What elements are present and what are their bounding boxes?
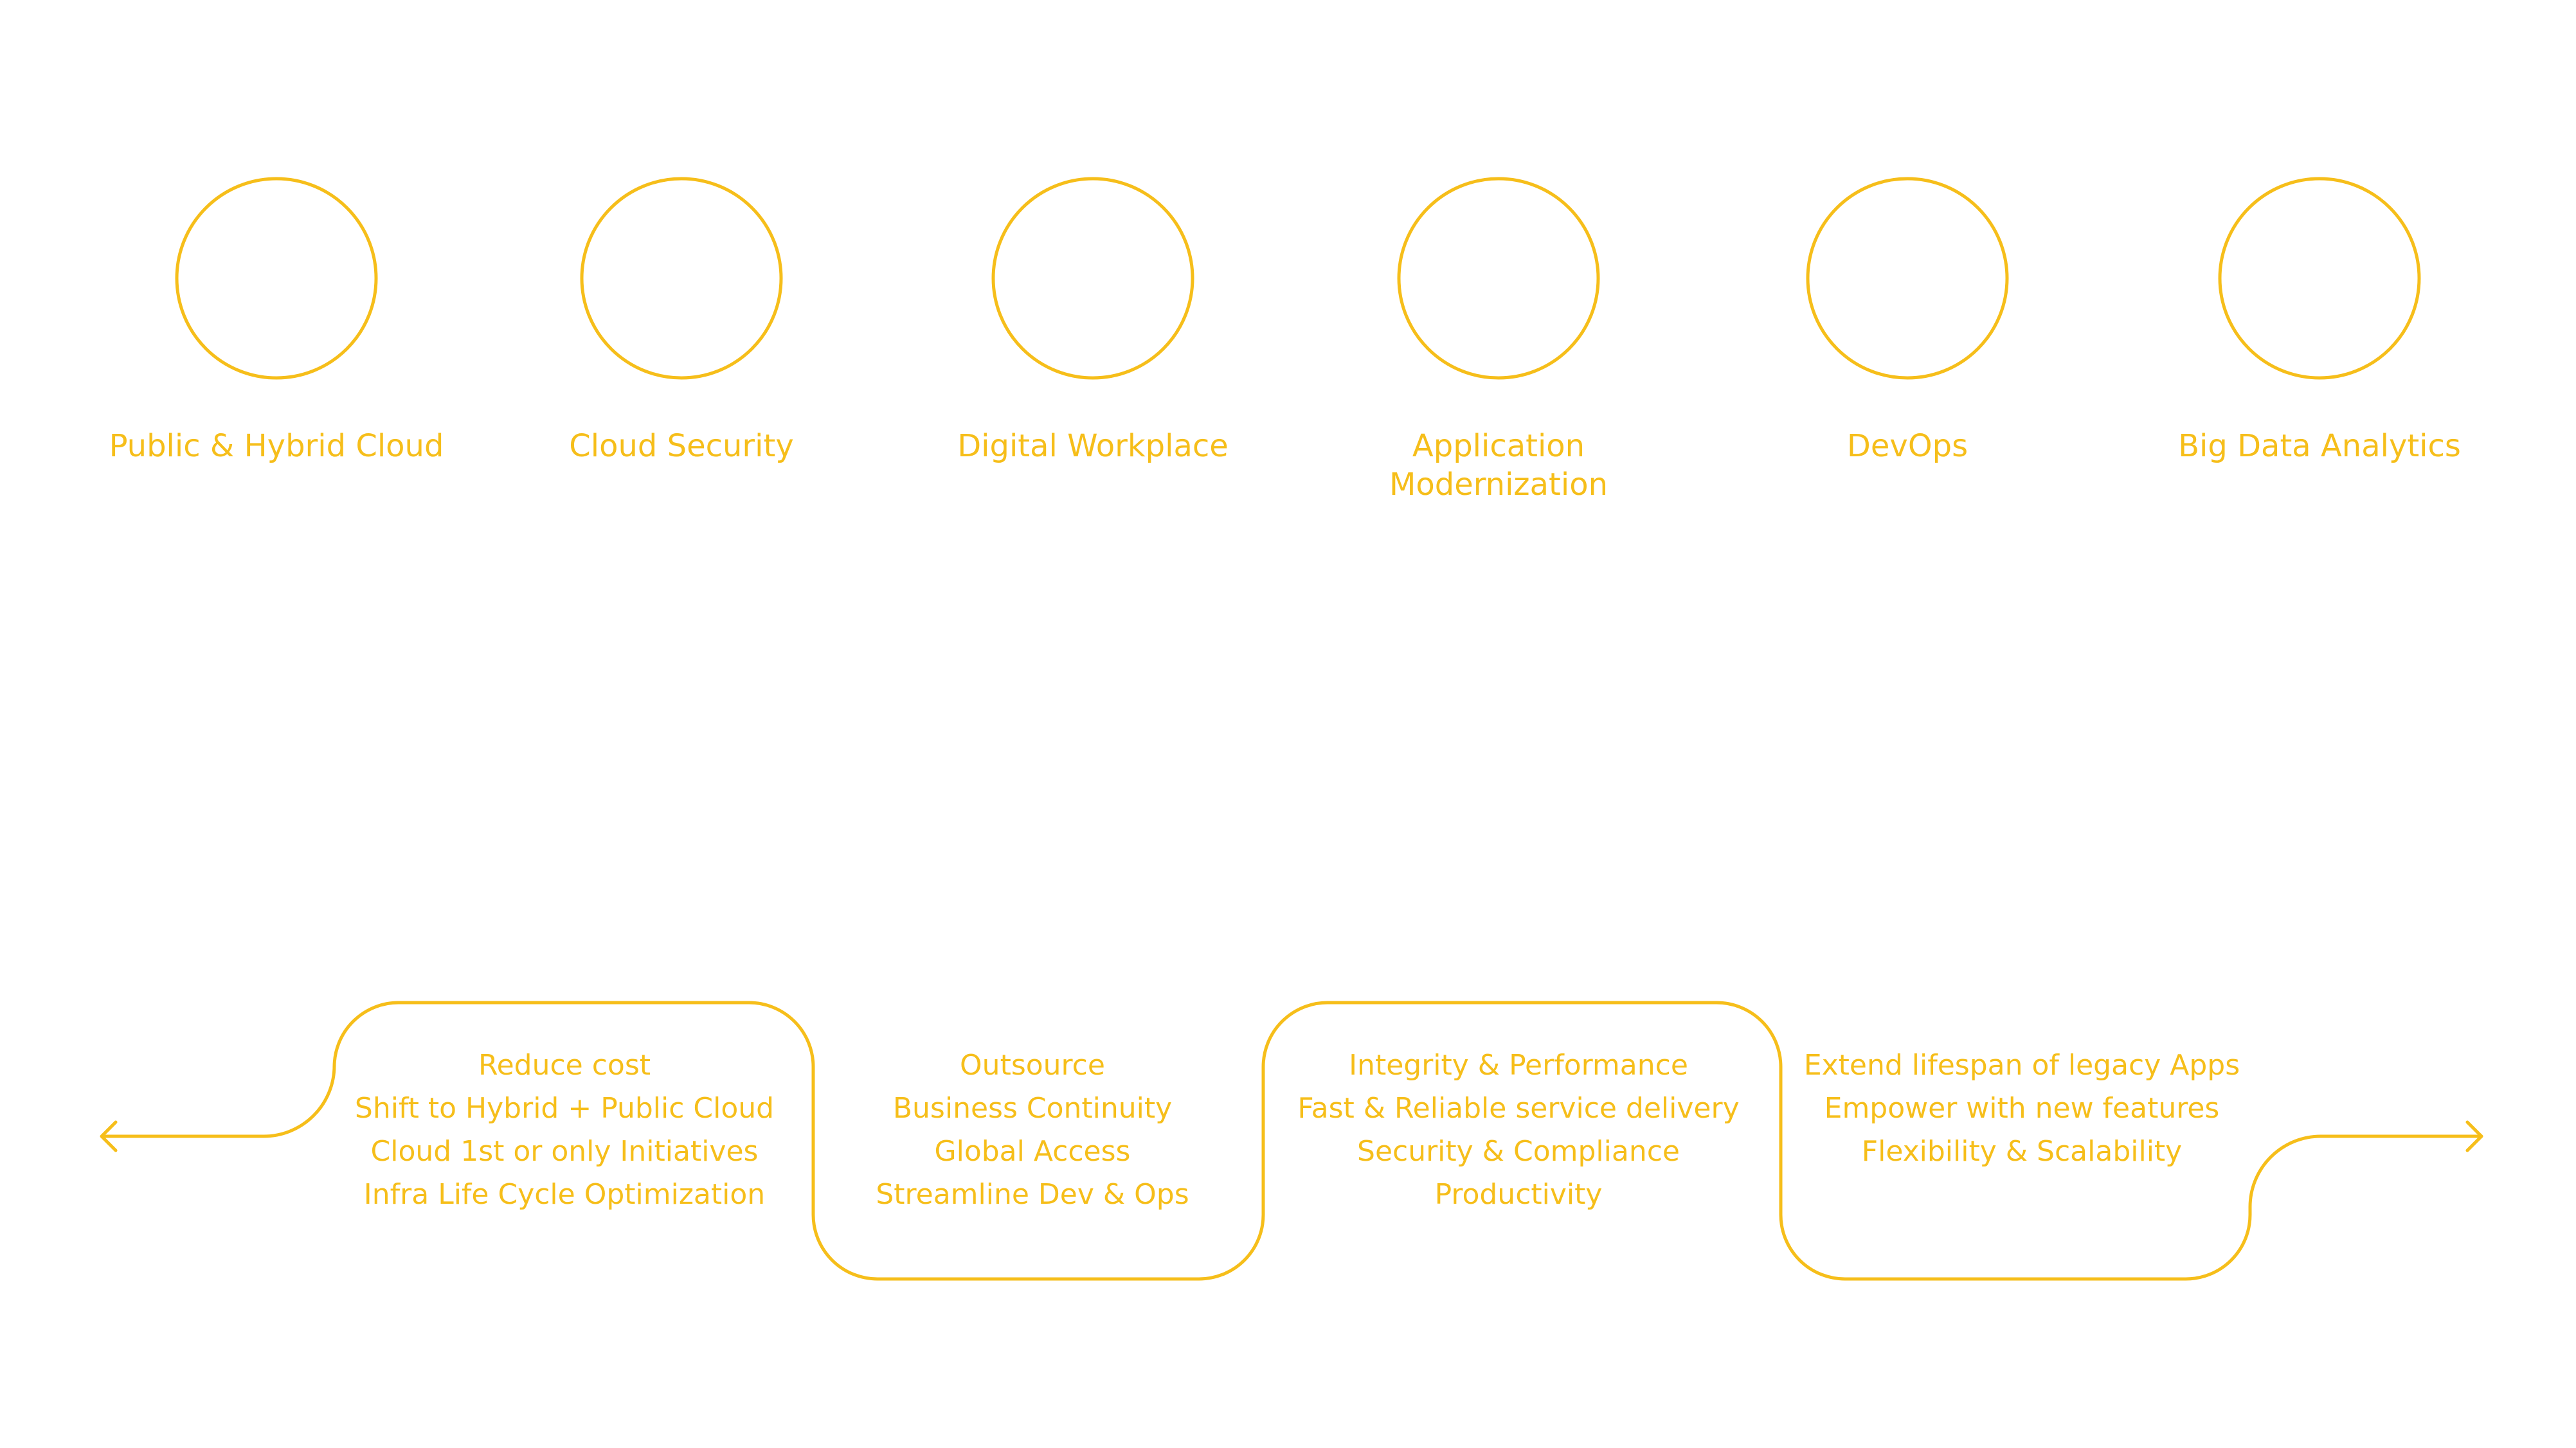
benefit-line: Shift to Hybrid + Public Cloud: [355, 1092, 774, 1125]
benefit-group: Reduce cost Shift to Hybrid + Public Clo…: [355, 1049, 774, 1211]
service-circles: [175, 177, 2421, 380]
benefit-group: Extend lifespan of legacy Apps Empower w…: [1804, 1049, 2240, 1168]
service-label: Big Data Analytics: [2178, 428, 2461, 464]
benefit-line: Reduce cost: [478, 1049, 651, 1082]
benefit-line: Security & Compliance: [1357, 1135, 1680, 1168]
benefit-line: Productivity: [1435, 1178, 1603, 1211]
benefit-line: Empower with new features: [1824, 1092, 2220, 1125]
service-labels: Public & Hybrid Cloud Cloud Security Dig…: [109, 428, 2461, 503]
service-label: Public & Hybrid Cloud: [109, 428, 444, 464]
benefit-line: Cloud 1st or only Initiatives: [371, 1135, 759, 1168]
arrow-right-icon: [2465, 1120, 2483, 1152]
service-label: Cloud Security: [569, 428, 793, 464]
arrow-left-icon: [100, 1120, 118, 1152]
benefit-group: Outsource Business Continuity Global Acc…: [876, 1049, 1189, 1211]
benefit-group: Integrity & Performance Fast & Reliable …: [1297, 1049, 1739, 1211]
benefit-line: Fast & Reliable service delivery: [1297, 1092, 1739, 1125]
benefit-line: Integrity & Performance: [1349, 1049, 1688, 1082]
benefit-line: Extend lifespan of legacy Apps: [1804, 1049, 2240, 1082]
service-icon-circle: [1397, 177, 1600, 380]
service-icon-circle: [1806, 177, 2009, 380]
benefit-line: Flexibility & Scalability: [1862, 1135, 2182, 1168]
benefit-line: Infra Life Cycle Optimization: [364, 1178, 765, 1211]
service-icon-circle: [175, 177, 378, 380]
service-icon-circle: [991, 177, 1194, 380]
flow-line: [101, 1001, 2483, 1281]
service-icon-circle: [580, 177, 783, 380]
benefit-line: Global Access: [935, 1135, 1131, 1168]
service-label: Digital Workplace: [957, 428, 1229, 464]
service-label-line2: Modernization: [1389, 467, 1608, 503]
benefit-line: Business Continuity: [893, 1092, 1172, 1125]
service-label: Application: [1412, 428, 1585, 464]
benefit-line: Streamline Dev & Ops: [876, 1178, 1189, 1211]
benefit-line: Outsource: [960, 1049, 1105, 1082]
service-icon-circle: [2218, 177, 2421, 380]
service-label: DevOps: [1847, 428, 1968, 464]
